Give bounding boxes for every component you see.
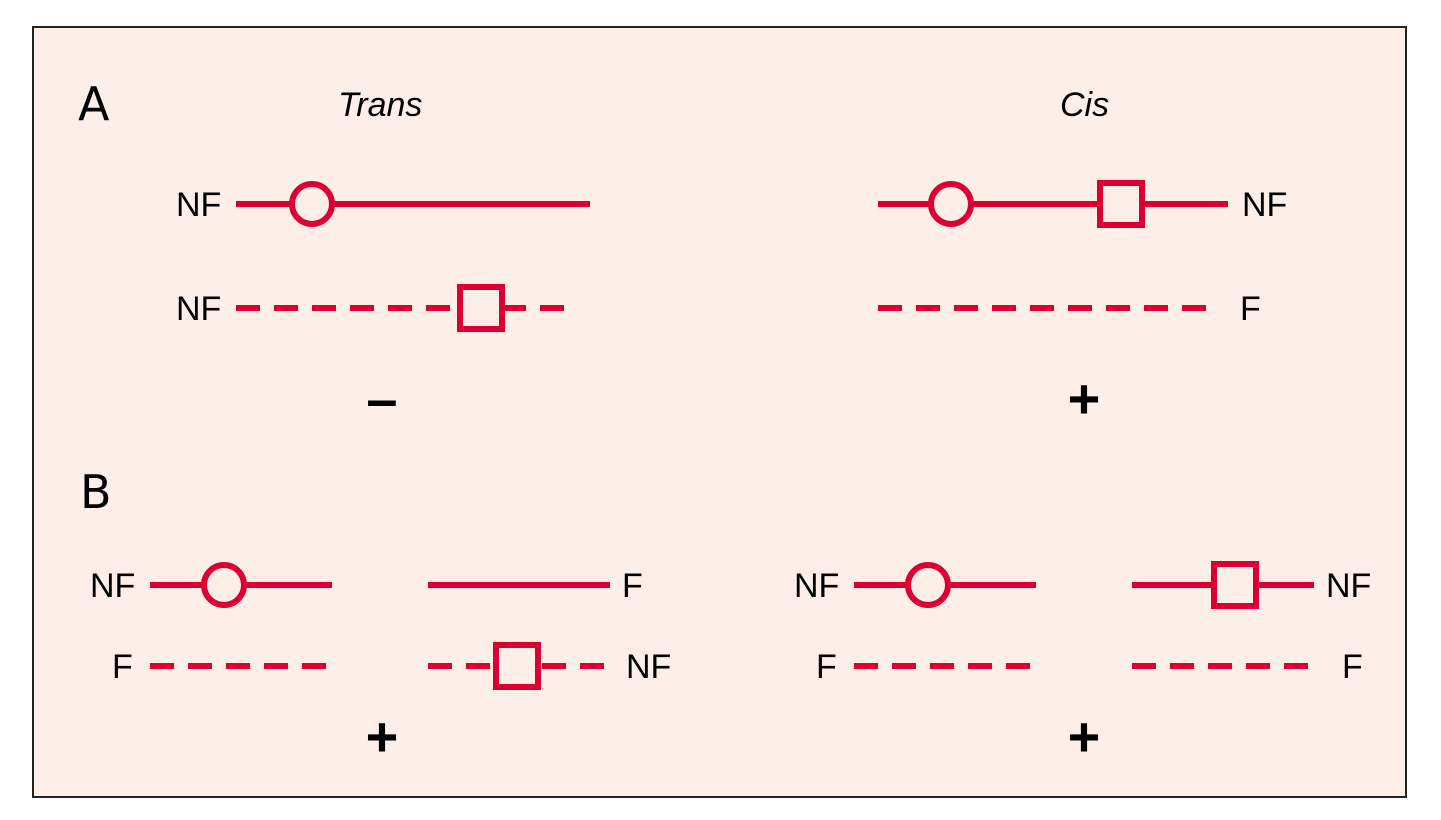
b-trans-result-sign: + — [366, 705, 399, 768]
a-trans-top-left-label: NF — [176, 186, 221, 224]
circle-marker-icon — [905, 562, 951, 608]
square-marker-icon — [1097, 180, 1145, 228]
b-cis-top-right-label: NF — [1326, 567, 1371, 605]
cis-title: Cis — [1060, 86, 1109, 124]
a-trans-bottom-left-label: NF — [176, 290, 221, 328]
trans-title: Trans — [338, 86, 422, 124]
b-trans-top-left-label: NF — [90, 567, 135, 605]
a-cis-top-right-label: NF — [1242, 186, 1287, 224]
circle-marker-icon — [289, 181, 335, 227]
a-trans-chromosome-bottom — [236, 284, 572, 332]
b-trans-chromosome-bottom-right — [428, 642, 612, 690]
diagram-frame — [32, 26, 1407, 798]
b-trans-bottom-right-label: NF — [626, 648, 671, 686]
a-cis-bottom-right-label: F — [1240, 290, 1261, 328]
a-cis-result-sign: + — [1068, 367, 1101, 430]
square-marker-icon — [493, 642, 541, 690]
b-cis-bottom-right-label: F — [1342, 648, 1363, 686]
a-trans-chromosome-top — [236, 181, 590, 227]
b-cis-chromosome-top-right — [1132, 561, 1314, 609]
b-cis-chromosome-top-left — [854, 562, 1036, 608]
square-marker-icon — [1211, 561, 1259, 609]
b-cis-result-sign: + — [1068, 705, 1101, 768]
panel-a-label: A — [78, 77, 110, 131]
circle-marker-icon — [928, 181, 974, 227]
square-marker-icon — [457, 284, 505, 332]
circle-marker-icon — [201, 562, 247, 608]
b-trans-top-right-label: F — [622, 567, 643, 605]
b-cis-top-left-label: NF — [794, 567, 839, 605]
panel-b-label: B — [80, 465, 112, 519]
b-cis-bottom-left-label: F — [816, 648, 837, 686]
a-cis-chromosome-top — [878, 180, 1228, 228]
b-trans-chromosome-top-left — [150, 562, 332, 608]
a-trans-result-sign: – — [366, 367, 397, 430]
b-trans-bottom-left-label: F — [112, 648, 133, 686]
